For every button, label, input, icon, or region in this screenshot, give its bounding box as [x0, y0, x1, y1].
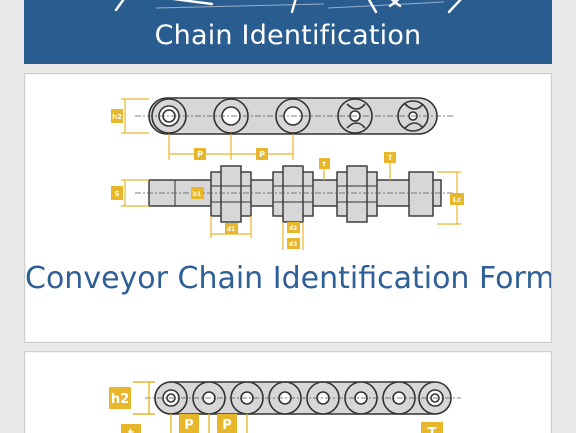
roller-chain-card[interactable]: h2 P P t T — [24, 351, 552, 433]
lc-label: Lc — [453, 196, 462, 204]
s-label: S — [114, 190, 119, 198]
p-label-4: P — [222, 418, 232, 433]
d3-label: d3 — [289, 241, 297, 248]
T-label-2: T — [428, 426, 437, 433]
t-label-2: t — [128, 427, 134, 433]
page-title: Chain Identification — [154, 20, 422, 51]
conveyor-chain-card[interactable]: h2 P P — [24, 73, 552, 343]
d1-label: d1 — [227, 226, 235, 233]
d2-label: d2 — [289, 225, 297, 232]
conveyor-chain-caption: Conveyor Chain Identification Form — [25, 261, 552, 296]
conveyor-chain-diagram: h2 P P — [111, 97, 464, 250]
t-label: t — [322, 160, 326, 168]
p-label-2: P — [259, 150, 265, 159]
T-label: T — [388, 154, 393, 162]
header-banner: Chain Identification — [24, 0, 552, 64]
banner-decoration — [114, 0, 462, 14]
p-label-1: P — [197, 150, 203, 159]
h2-label: h2 — [112, 113, 122, 121]
b1-label: b1 — [193, 191, 201, 198]
roller-chain-diagram: h2 P P t T — [109, 381, 461, 433]
p-label-3: P — [184, 418, 194, 433]
h2-label-2: h2 — [111, 392, 129, 407]
